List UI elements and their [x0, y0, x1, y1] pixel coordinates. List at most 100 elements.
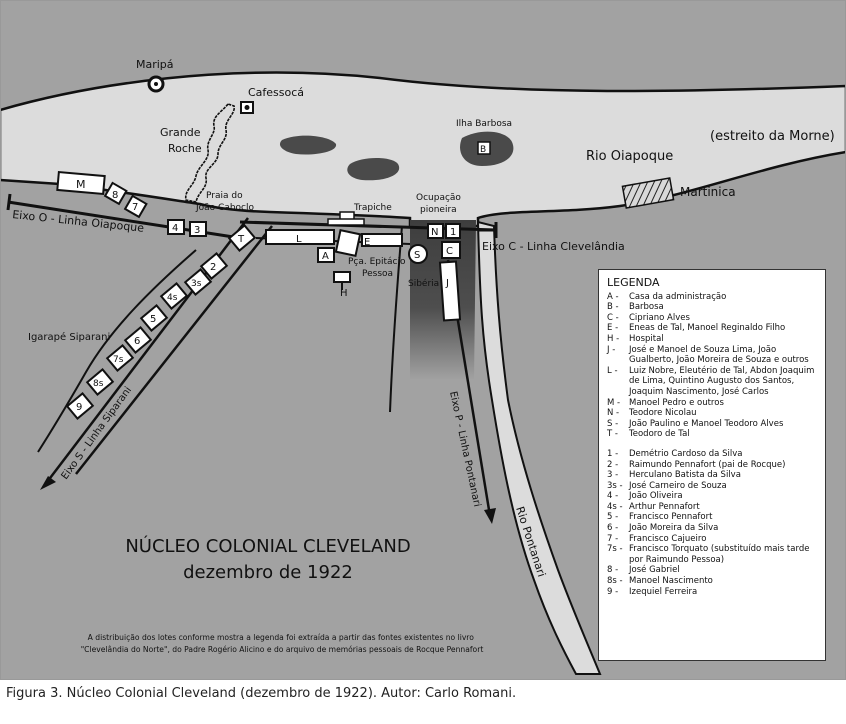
legend-title: LEGENDA — [607, 276, 660, 289]
svg-text:7: 7 — [132, 202, 138, 213]
svg-text:8s: 8s — [93, 379, 104, 389]
lot-4s: 4s — [159, 282, 189, 310]
praia-label: Praia do João Caboclo — [195, 191, 255, 213]
lot-N: N — [427, 223, 444, 239]
eixo-c-label: Eixo C - Linha Clevelândia — [482, 240, 625, 253]
svg-text:9: 9 — [76, 402, 82, 413]
legend-entry: J - José e Manoel de Souza Lima, João Gua… — [607, 345, 819, 366]
legend-entry: 8s -Manoel Nascimento — [607, 576, 819, 587]
svg-text:2: 2 — [210, 262, 216, 273]
svg-text:6: 6 — [134, 336, 140, 347]
legend-key: 7 - — [607, 533, 619, 544]
legend-key: 9 - — [607, 586, 619, 597]
legend-key: T - — [607, 429, 618, 440]
lot-3: 3 — [189, 221, 207, 237]
lot-A: A — [317, 247, 335, 263]
lot-B: B — [477, 141, 491, 155]
legend-text: Raimundo Pennafort (pai de Rocque) — [629, 459, 786, 470]
lot-E: E — [361, 233, 403, 248]
maripa-label: Maripá — [136, 58, 174, 71]
trapiche-label: Trapiche — [353, 203, 392, 213]
legend-key: E - — [607, 323, 619, 334]
legend-entry: 8 -José Gabriel — [607, 565, 819, 576]
svg-text:3s: 3s — [191, 279, 202, 289]
lot-7s: 7s — [105, 344, 135, 372]
legend-entry: 4s -Arthur Pennafort — [607, 502, 819, 513]
igarape-stream — [37, 249, 197, 453]
lot-2: 2 — [199, 252, 229, 280]
legend-entry: 3 -Herculano Batista da Silva — [607, 470, 819, 481]
legend-key: M - — [607, 397, 621, 408]
legend-text: José Gabriel — [629, 565, 680, 576]
lot-J: J — [438, 260, 462, 322]
legend-key: H - — [607, 333, 620, 344]
lot-7: 7 — [123, 194, 148, 219]
map-subtitle: dezembro de 1922 — [183, 562, 353, 583]
lot-5: 5 — [139, 304, 169, 332]
legend-text: Izequiel Ferreira — [629, 586, 698, 597]
lot-C: C — [441, 241, 461, 259]
eixo-s-arrow — [40, 476, 56, 490]
lot-1: 1 — [445, 223, 461, 239]
legend-entry: 4 -João Oliveira — [607, 491, 819, 502]
martinica-hatch — [621, 177, 675, 209]
legend-text: Herculano Batista da Silva — [629, 470, 741, 481]
legend-entry: B -Barbosa — [607, 302, 819, 313]
eixo-s-road-b — [75, 225, 273, 475]
source-note: A distribuição dos lotes conforme mostra… — [81, 633, 484, 654]
legend-entry: 1 -Demétrio Cardoso da Silva — [607, 449, 819, 460]
siberia-label: Sibéria — [408, 278, 439, 289]
legend-key: N - — [607, 408, 620, 419]
legend-key: 5 - — [607, 512, 619, 523]
svg-text:A: A — [322, 251, 329, 262]
lot-9: 9 — [65, 392, 95, 420]
svg-text:S: S — [414, 250, 420, 261]
island-2 — [347, 158, 400, 181]
svg-text:1: 1 — [450, 227, 456, 238]
svg-text:4s: 4s — [167, 293, 178, 303]
lot-S: S — [408, 244, 428, 264]
grande-roche-label: Grande Roche — [160, 126, 204, 155]
lot-6: 6 — [123, 326, 153, 354]
legend-entry: 2 - Raimundo Pennafort (pai de Rocque) — [607, 460, 819, 471]
legend-text: Francisco Pennafort — [629, 512, 713, 523]
map-title: NÚCLEO COLONIAL CLEVELAND — [125, 535, 410, 557]
martinica-label: Martinica — [680, 185, 736, 199]
legend-key: L - — [607, 365, 618, 376]
legend-text: Demétrio Cardoso da Silva — [629, 448, 743, 459]
svg-text:T: T — [237, 234, 245, 245]
legend-entry: A - Casa da administração — [607, 292, 819, 303]
legend-text: João Paulino e Manoel Teodoro Alves — [629, 418, 784, 429]
legend-key: 2 - — [607, 459, 619, 470]
svg-text:4: 4 — [172, 223, 178, 234]
svg-text:B: B — [480, 145, 486, 155]
lot-L: L — [265, 229, 335, 245]
legend-text: Teodoro de Tal — [629, 429, 690, 440]
eixo-o-end — [6, 193, 12, 211]
legend-text: Francisco Cajueiro — [629, 533, 707, 544]
legend-text: João Oliveira — [629, 491, 683, 502]
legend-key: A - — [607, 291, 619, 302]
svg-text:7s: 7s — [113, 355, 124, 365]
legend-text: Teodore Nicolau — [629, 408, 697, 419]
estreito-label: (estreito da Morne) — [710, 129, 835, 144]
legend-entry: 6 -João Moreira da Silva — [607, 523, 819, 534]
lot-plaza-block — [334, 228, 362, 258]
legend-text: Hospital — [629, 333, 664, 344]
legend-key: J - — [607, 344, 616, 355]
legend-text: José e Manoel de Souza Lima, João Gualbe… — [629, 344, 809, 366]
legend-key: 6 - — [607, 523, 619, 534]
hospital-building — [333, 271, 351, 283]
legend-text: Francisco Torquato (substituído mais tar… — [629, 544, 810, 565]
trapiche-base — [327, 218, 365, 226]
legend-entry: 5 - Francisco Pennafort — [607, 512, 819, 523]
rio-oiapoque-label: Rio Oiapoque — [586, 149, 673, 164]
legend-text: Eneas de Tal, Manoel Reginaldo Filho — [629, 323, 786, 334]
rio-pontanari-water — [476, 220, 602, 675]
legend-text: Casa da administração — [629, 291, 727, 302]
figure-caption: Figura 3. Núcleo Colonial Cleveland (dez… — [6, 686, 517, 701]
lot-3s: 3s — [183, 268, 213, 296]
lot-8: 8 — [103, 181, 128, 206]
